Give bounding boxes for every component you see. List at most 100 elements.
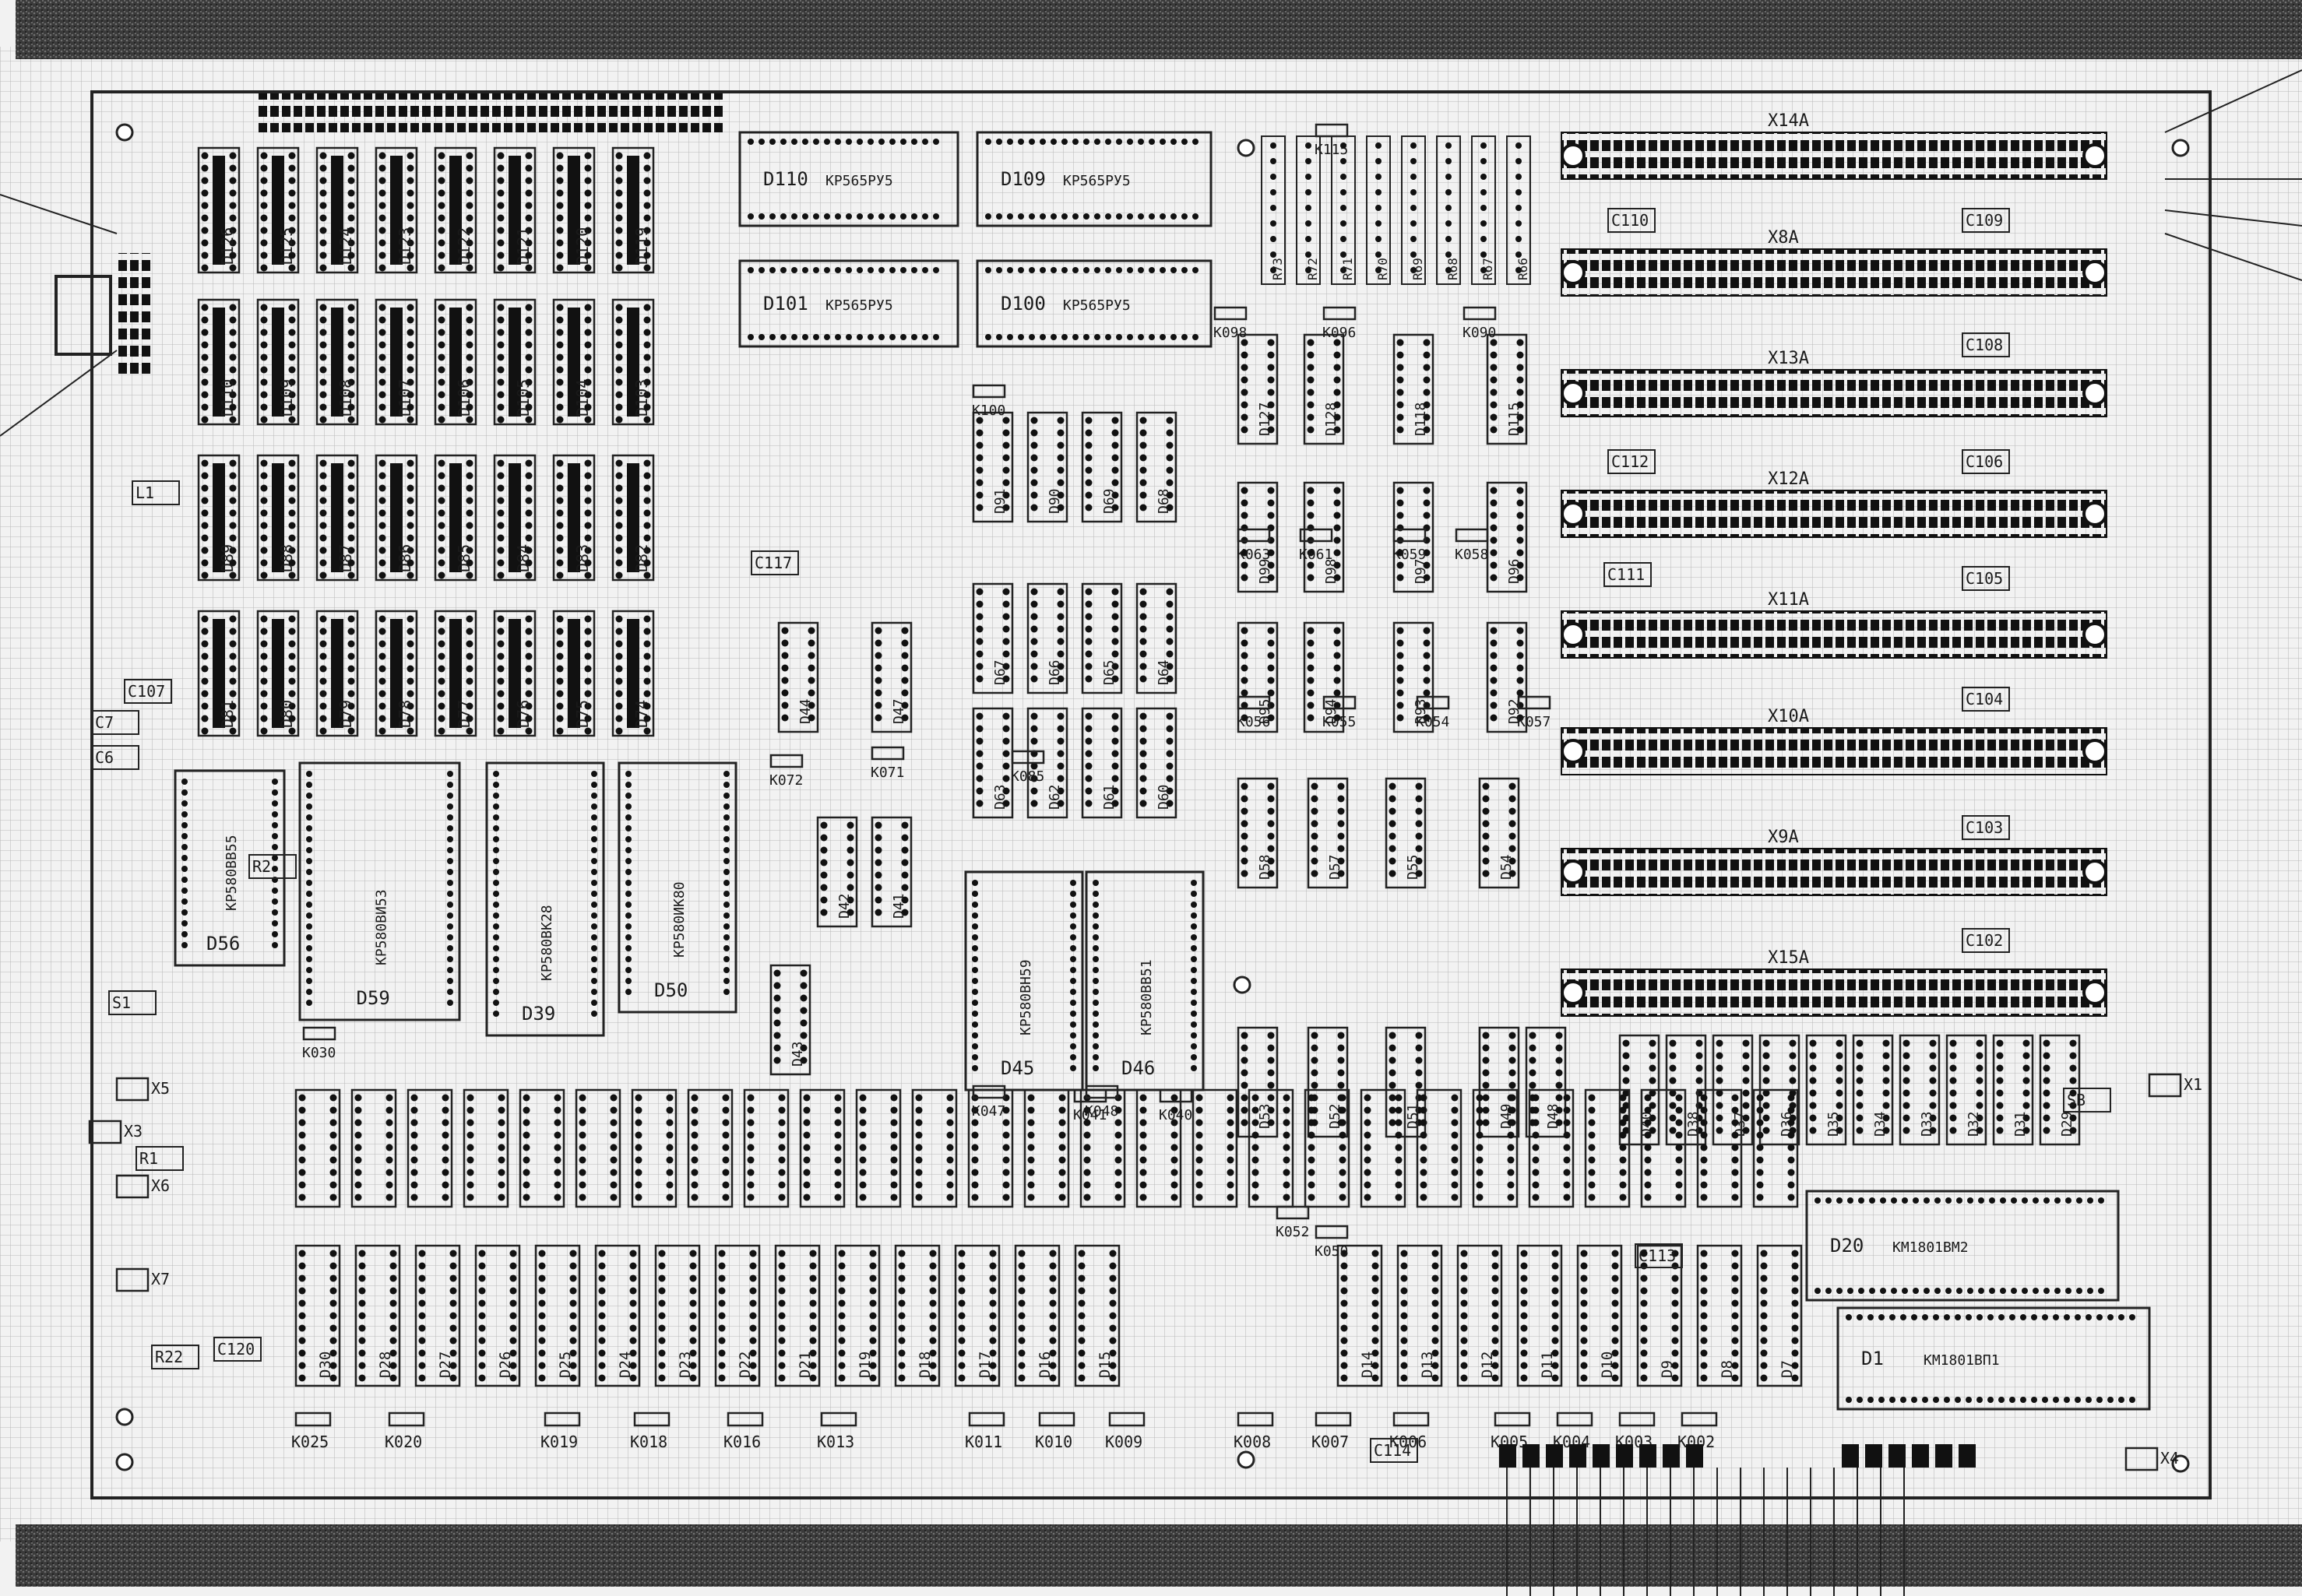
edge-pin: [1888, 1444, 1906, 1468]
jumper-label: К055: [1322, 714, 1356, 730]
ram-chip: [552, 298, 596, 426]
ram-chip-body: [449, 619, 462, 728]
slot-label: X13A: [1768, 349, 1809, 368]
ram-chip: [611, 298, 655, 426]
jumper-label: К020: [385, 1433, 422, 1451]
small-ic-ref: D31: [2012, 1111, 2029, 1137]
ram-chip-ref: D88: [277, 544, 296, 572]
jumper: [1011, 750, 1045, 765]
passive-outline: [132, 480, 180, 505]
connector-label: X4: [2160, 1449, 2179, 1468]
ram-chip-ref: D74: [632, 700, 651, 728]
jumper-label: К059: [1392, 547, 1426, 563]
small-ic: [816, 816, 858, 928]
ram-chip-ref: D87: [336, 544, 355, 572]
expansion-slot: [1561, 490, 2107, 538]
large-ic-ref: D20: [1830, 1235, 1864, 1257]
bottom-ic: [354, 1244, 401, 1387]
large-ic: [1805, 1190, 2120, 1302]
ram-chip-body: [213, 308, 225, 417]
resistor-pack-ref: R66: [1515, 258, 1530, 280]
passive-outline: [1962, 928, 2010, 953]
ram-chip-ref: D82: [632, 544, 651, 572]
jumper: [1455, 528, 1489, 543]
jumper-label: К096: [1322, 325, 1356, 341]
ram-chip-ref: D79: [336, 700, 355, 728]
small-ic-ref: D96: [1506, 558, 1522, 584]
large-ic-part: КР580ВВ55: [224, 835, 240, 911]
resistor-pack: [1436, 135, 1461, 285]
passive-outline: [213, 1337, 262, 1362]
passive-label: C108: [1966, 336, 2003, 354]
small-ic-ref: D60: [1156, 784, 1172, 810]
ram-chip: [493, 454, 537, 582]
jumper-label: К050: [1315, 1243, 1348, 1260]
ram-chip-body: [449, 308, 462, 417]
passive-label: C117: [755, 554, 792, 572]
expansion-slot: [1561, 968, 2107, 1017]
passive-label: C7: [95, 713, 114, 732]
resistor-pack-pin: [1445, 174, 1452, 180]
small-ic-ref: D67: [992, 659, 1008, 685]
ram-chip-body: [272, 156, 284, 265]
jumper: [972, 384, 1006, 399]
mid-ic: [631, 1088, 678, 1208]
resistor-pack-pin: [1305, 205, 1311, 211]
resistor-pack-pin: [1305, 267, 1311, 273]
resistor-pack-pin: [1375, 158, 1382, 164]
connector: [115, 1077, 150, 1102]
ram-chip: [256, 146, 300, 274]
bottom-ic: [294, 1244, 341, 1387]
ram-chip: [315, 454, 359, 582]
expansion-slot: [1561, 610, 2107, 659]
passive-label: C110: [1611, 211, 1649, 230]
large-ic: [485, 761, 605, 1037]
jumper-label: К063: [1237, 547, 1270, 563]
small-ic: [1081, 411, 1123, 523]
connector: [2124, 1447, 2159, 1471]
ram-chip-ref: D108: [336, 379, 355, 417]
small-ic-ref: D94: [1323, 698, 1339, 724]
jumper-label: К100: [972, 403, 1005, 419]
resistor-pack-pin: [1515, 220, 1522, 227]
edge-pin: [1912, 1444, 1929, 1468]
bottom-ic-ref: D24: [617, 1352, 634, 1378]
small-ic-ref: D57: [1327, 854, 1343, 880]
resistor-pack-pin: [1445, 142, 1452, 149]
ram-chip: [375, 146, 418, 274]
board-outline: [90, 90, 2212, 1499]
ram-chip-ref: D107: [396, 379, 414, 417]
ram-chip: [552, 454, 596, 582]
small-ic-ref: D42: [836, 893, 853, 919]
resistor-pack-pin: [1305, 236, 1311, 242]
bottom-ic: [1456, 1244, 1503, 1387]
small-ic-ref: D65: [1101, 659, 1118, 685]
resistor-pack-pin: [1480, 205, 1487, 211]
jumper-label: К052: [1276, 1224, 1309, 1240]
small-ic: [1992, 1034, 2034, 1146]
ram-chip: [256, 454, 300, 582]
ram-chip-body: [509, 619, 521, 728]
resistor-pack-pin: [1515, 174, 1522, 180]
resistor-pack-pin: [1270, 158, 1276, 164]
connector: [88, 1120, 122, 1144]
scan-bar-bottom: [16, 1524, 2302, 1587]
bottom-ic: [1396, 1244, 1443, 1387]
passive-outline: [1962, 332, 2010, 357]
jumper: [820, 1411, 857, 1427]
mid-ic: [687, 1088, 734, 1208]
jumper-label: К090: [1463, 325, 1496, 341]
passive-outline: [91, 745, 139, 770]
mid-ic: [294, 1088, 341, 1208]
bottom-ic-ref: D9: [1659, 1360, 1676, 1378]
ram-chip: [375, 454, 418, 582]
edge-pin: [1639, 1444, 1656, 1468]
ram-chip-body: [272, 308, 284, 417]
ram-chip-body: [331, 308, 343, 417]
bottom-ic-ref: D16: [1037, 1352, 1054, 1378]
resistor-pack-pin: [1480, 267, 1487, 273]
mid-ic: [463, 1088, 509, 1208]
passive-label: L1: [136, 483, 154, 502]
ram-chip: [552, 146, 596, 274]
small-ic-ref: D64: [1156, 659, 1172, 685]
